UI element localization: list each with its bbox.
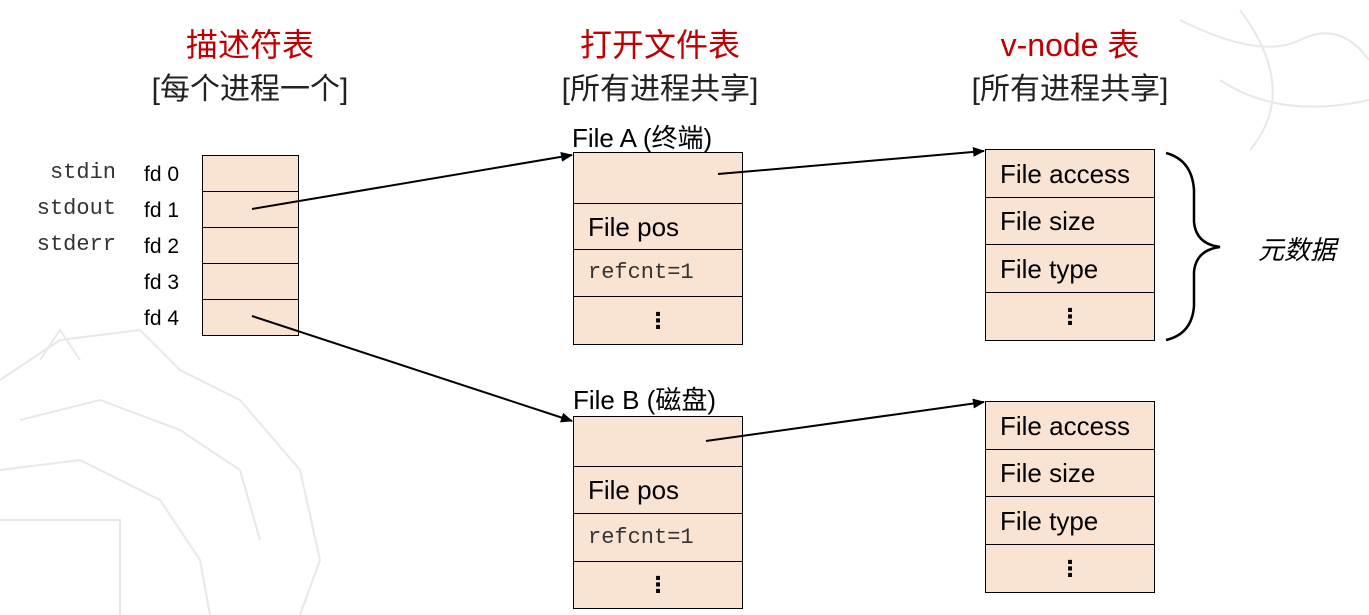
descriptor-table-cell xyxy=(202,263,299,300)
vnode-a-more-fields: ⋮ xyxy=(985,292,1155,341)
stream-label-stdin: stdin xyxy=(49,160,116,185)
fd-label-0: fd 0 xyxy=(144,163,180,186)
fd-label-4: fd 4 xyxy=(144,307,180,330)
file-a-refcnt: refcnt=1 xyxy=(573,249,743,297)
file-a-title: File A (终端) xyxy=(572,123,713,153)
open-file-table-heading: 打开文件表 xyxy=(579,27,740,63)
vnode-table-heading: v-node 表 xyxy=(1000,27,1140,63)
vnode-table-subheading: [所有进程共享] xyxy=(971,73,1169,106)
descriptor-table-subheading: [每个进程一个] xyxy=(151,73,349,106)
file-b-entry-cell xyxy=(573,416,743,467)
vnode-b-file-access: File access xyxy=(985,401,1155,450)
vnode-b-more-fields: ⋮ xyxy=(985,544,1155,593)
fd-label-2: fd 2 xyxy=(144,235,180,258)
file-b-title: File B (磁盘) xyxy=(573,385,717,415)
file-a-entry-cell xyxy=(573,152,743,204)
file-a-file-pos: File pos xyxy=(573,203,743,250)
fd-label-1: fd 1 xyxy=(144,199,180,222)
fd-label-3: fd 3 xyxy=(144,271,180,294)
stream-label-stderr: stderr xyxy=(36,232,116,257)
open-file-table-subheading: [所有进程共享] xyxy=(561,73,759,106)
descriptor-table-cell xyxy=(202,299,299,336)
descriptor-table-cell xyxy=(202,191,299,228)
stream-label-stdout: stdout xyxy=(36,196,116,221)
file-b-file-pos: File pos xyxy=(573,466,743,514)
descriptor-table-heading: 描述符表 xyxy=(185,27,314,63)
vnode-b-file-type: File type xyxy=(985,496,1155,545)
metadata-label: 元数据 xyxy=(1258,235,1337,265)
file-a-more-fields: ⋮ xyxy=(573,296,743,345)
file-b-more-fields: ⋮ xyxy=(573,561,743,609)
descriptor-table-cell xyxy=(202,155,299,192)
vnode-b-file-size: File size xyxy=(985,449,1155,497)
vnode-a-file-size: File size xyxy=(985,197,1155,245)
file-b-refcnt: refcnt=1 xyxy=(573,513,743,562)
descriptor-table-cell xyxy=(202,227,299,264)
vnode-a-file-access: File access xyxy=(985,149,1155,198)
vnode-a-file-type: File type xyxy=(985,244,1155,293)
